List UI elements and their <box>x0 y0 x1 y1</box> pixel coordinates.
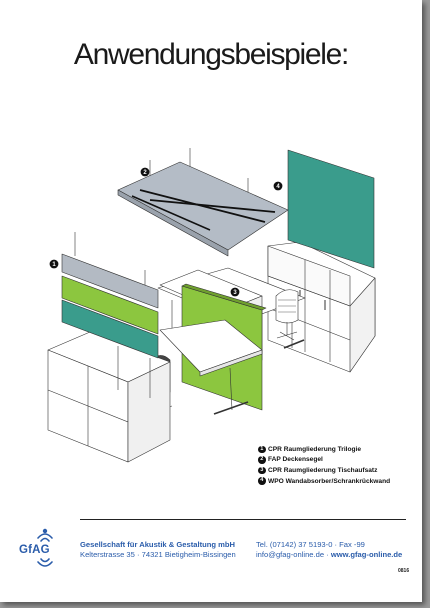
marker-3: 3 <box>230 287 240 297</box>
office-chair-right <box>275 289 299 341</box>
contact-info: Tel. (07142) 37 5193-0 · Fax -99 info@gf… <box>256 540 402 561</box>
svg-text:4: 4 <box>276 184 280 190</box>
legend-number: 3 <box>258 466 266 475</box>
svg-text:1: 1 <box>52 262 56 268</box>
contact-separator: · <box>324 550 331 560</box>
legend-label: FAP Deckensegel <box>268 456 323 464</box>
document-page: Anwendungsbeispiele: <box>0 0 422 602</box>
right-cabinet <box>267 241 376 373</box>
gfag-logo-icon <box>37 528 53 567</box>
room-divider-trilogy <box>61 232 159 398</box>
logo-text: GfAG <box>19 544 50 556</box>
legend-item: 3 CPR Raumgliederung Tischaufsatz <box>258 465 390 476</box>
legend-label: CPR Raumgliederung Trilogie <box>268 445 362 453</box>
legend-item: 4 WPO Wandabsorber/Schrankrückwand <box>258 476 390 487</box>
footer-divider <box>80 519 406 520</box>
front-desk <box>159 319 263 415</box>
email-link[interactable]: info@gfag-online.de <box>256 550 325 560</box>
legend-item: 1 CPR Raumgliederung Trilogie <box>258 444 390 455</box>
legend-item: 2 FAP Deckensegel <box>258 455 390 466</box>
svg-text:3: 3 <box>233 290 237 296</box>
company-address: Kelterstrasse 35 · 74321 Bietigheim-Biss… <box>80 550 236 560</box>
left-cabinet <box>47 331 171 463</box>
svg-text:2: 2 <box>143 170 147 176</box>
legend: 1 CPR Raumgliederung Trilogie 2 FAP Deck… <box>258 444 390 486</box>
document-code: 0816 <box>398 568 410 574</box>
phone-fax: Tel. (07142) 37 5193-0 · Fax -99 <box>256 540 365 549</box>
company-name: Gesellschaft für Akustik & Gestaltung mb… <box>80 540 236 549</box>
office-furniture-illustration: 1 2 3 4 <box>47 148 376 463</box>
legend-number: 2 <box>258 456 266 464</box>
legend-number: 4 <box>258 477 266 485</box>
legend-label: CPR Raumgliederung Tischaufsatz <box>268 466 378 474</box>
marker-4: 4 <box>273 181 283 191</box>
marker-1: 1 <box>49 259 59 269</box>
legend-label: WPO Wandabsorber/Schrankrückwand <box>268 477 391 485</box>
company-info: Gesellschaft für Akustik & Gestaltung mb… <box>80 540 236 561</box>
website-link[interactable]: www.gfag-online.de <box>330 550 403 560</box>
legend-number: 1 <box>258 445 266 454</box>
marker-2: 2 <box>140 167 150 177</box>
ceiling-sail <box>117 148 289 257</box>
page-title: Anwendungsbeispiele: <box>73 38 350 71</box>
